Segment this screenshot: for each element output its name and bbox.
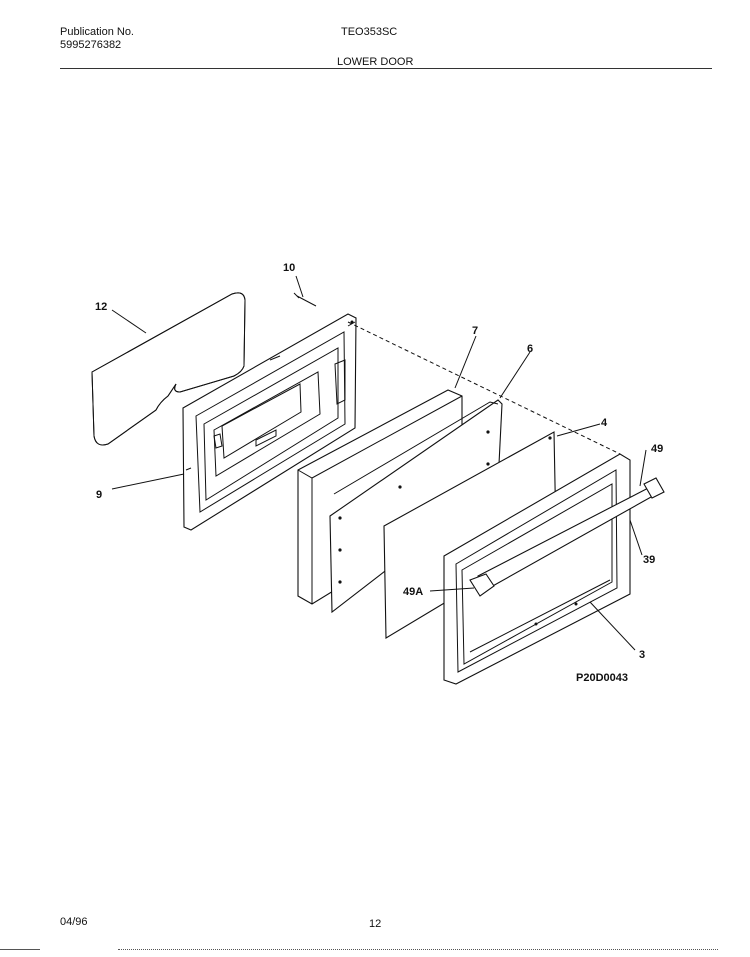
- callout-4: 4: [601, 417, 608, 429]
- part-gasket: [91, 292, 246, 446]
- part-handle: [469, 477, 665, 597]
- callout-9: 9: [96, 489, 102, 501]
- footer-date: 04/96: [60, 916, 88, 928]
- callout-39: 39: [643, 554, 655, 566]
- page-number: 12: [369, 918, 382, 930]
- callout-49a: 49A: [403, 586, 423, 598]
- part-inner-glass: [329, 399, 503, 614]
- publication-label: Publication No.: [60, 26, 134, 38]
- alignment-line: [347, 321, 621, 455]
- callout-12: 12: [95, 301, 107, 313]
- part-screw: [293, 292, 317, 307]
- part-inner-door-panel: [182, 313, 357, 531]
- section-title: LOWER DOOR: [337, 56, 414, 68]
- publication-number: 5995276382: [60, 39, 122, 51]
- callout-3: 3: [639, 649, 645, 661]
- footer-rule: [118, 949, 718, 950]
- figure-id: P20D0043: [576, 672, 628, 684]
- callout-10: 10: [283, 262, 295, 274]
- header-rule: [60, 68, 712, 69]
- model-number: TEO353SC: [341, 26, 398, 38]
- leader-lines: [111, 275, 647, 651]
- callout-49: 49: [651, 443, 663, 455]
- callout-7: 7: [472, 325, 478, 337]
- footer-rule-left: [0, 949, 40, 950]
- callout-6: 6: [527, 343, 533, 355]
